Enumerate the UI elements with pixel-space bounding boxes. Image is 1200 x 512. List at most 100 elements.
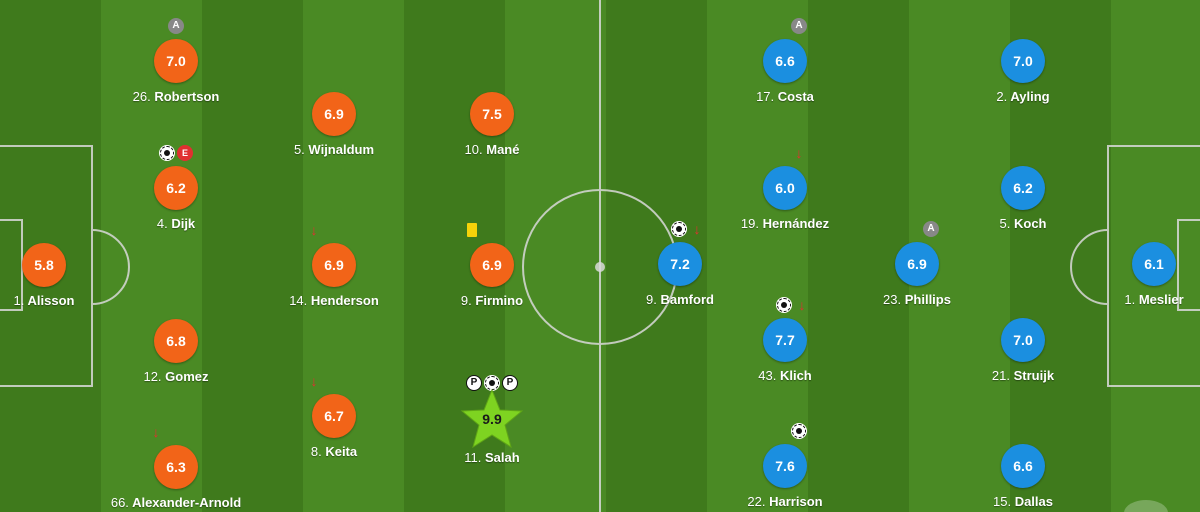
goal-ball-icon xyxy=(671,220,687,237)
event-icons: E xyxy=(96,144,256,164)
player-name: Hernández xyxy=(762,216,830,231)
shirt-number: 10. xyxy=(464,142,483,157)
player-name: Meslier xyxy=(1138,292,1184,307)
sub-off-arrow-icon: ↓ xyxy=(310,221,318,238)
player-away-phillips[interactable]: A 6.9 23. Phillips xyxy=(837,220,997,307)
player-name: Ayling xyxy=(1010,89,1050,104)
event-icons: ↓ xyxy=(234,372,394,392)
event-icons xyxy=(412,221,572,241)
player-home-dijk[interactable]: E 6.2 4. Dijk xyxy=(96,144,256,231)
rating-badge: 6.3 xyxy=(154,445,198,489)
shirt-number: 1. xyxy=(13,293,25,308)
player-away-dallas[interactable]: 6.6 15. Dallas xyxy=(943,444,1103,509)
sub-off-arrow-icon: ↓ xyxy=(310,372,318,389)
player-away-ayling[interactable]: 7.0 2. Ayling xyxy=(943,39,1103,104)
rating-badge: 5.8 xyxy=(22,243,66,287)
player-away-costa[interactable]: A 6.6 17. Costa xyxy=(705,17,865,104)
event-icons: ↓ xyxy=(608,220,768,240)
shirt-number: 9. xyxy=(646,292,657,307)
event-icons: A xyxy=(851,220,1011,240)
rating-badge: 6.9 xyxy=(470,243,514,287)
player-away-hernandez[interactable]: ↓ 6.0 19. Hernández xyxy=(705,145,865,231)
sub-off-arrow-icon: ↓ xyxy=(152,423,160,440)
shirt-number: 9. xyxy=(460,293,472,308)
player-name: Salah xyxy=(485,450,520,465)
player-home-robertson[interactable]: A 7.0 26. Robertson xyxy=(96,17,256,104)
player-name: Costa xyxy=(777,89,814,104)
shirt-number: 14. xyxy=(289,293,308,308)
player-away-klich[interactable]: ↓ 7.7 43. Klich xyxy=(705,296,865,383)
rating-badge: 7.0 xyxy=(1001,318,1045,362)
sub-off-arrow-icon: ↓ xyxy=(798,296,806,313)
player-home-gomez[interactable]: 6.8 12. Gomez xyxy=(96,319,256,384)
goal-ball-icon xyxy=(776,296,792,313)
player-away-bamford[interactable]: ↓ 7.2 9. Bamford xyxy=(600,220,760,307)
player-name: Alisson xyxy=(27,293,75,308)
rating-badge: 6.2 xyxy=(1001,166,1045,210)
player-away-meslier[interactable]: 6.1 1. Meslier xyxy=(1074,242,1200,307)
event-icons: ↓ xyxy=(76,423,236,443)
man-of-the-match-star-icon: 9.9 xyxy=(460,388,524,450)
shirt-number: 19. xyxy=(740,216,759,231)
shirt-number: 11. xyxy=(464,450,482,465)
shirt-number: 1. xyxy=(1124,292,1136,307)
shirt-number: 21. xyxy=(991,368,1010,383)
rating-badge: 6.9 xyxy=(312,243,356,287)
player-name: Gomez xyxy=(165,369,209,384)
rating-badge: 7.5 xyxy=(470,92,514,136)
shirt-number: 8. xyxy=(310,444,322,459)
sub-off-arrow-icon: ↓ xyxy=(693,220,701,237)
player-away-struijk[interactable]: 7.0 21. Struijk xyxy=(943,318,1103,383)
player-home-mane[interactable]: 7.5 10. Mané xyxy=(412,92,572,157)
assist-badge-icon: A xyxy=(923,220,939,237)
player-name: Mané xyxy=(486,142,520,157)
player-away-harrison[interactable]: 7.6 22. Harrison xyxy=(705,422,865,509)
player-name: Keita xyxy=(325,444,358,459)
rating-badge: 6.6 xyxy=(763,39,807,83)
shirt-number: 15. xyxy=(992,494,1012,509)
shirt-number: 5. xyxy=(999,216,1011,231)
player-name: Henderson xyxy=(310,293,379,308)
shirt-number: 12. xyxy=(143,369,162,384)
player-name: Koch xyxy=(1013,216,1047,231)
shirt-number: 2. xyxy=(996,89,1008,104)
yellow-card-icon xyxy=(466,222,477,237)
player-name: Bamford xyxy=(660,292,714,307)
shirt-number: 5. xyxy=(293,142,305,157)
player-name: Dijk xyxy=(171,216,196,231)
player-home-alexander-arnold[interactable]: ↓ 6.3 66. Alexander-Arnold xyxy=(96,424,256,510)
event-icons: A xyxy=(96,17,256,37)
player-name: Harrison xyxy=(769,494,823,509)
player-home-firmino[interactable]: 6.9 9. Firmino xyxy=(412,222,572,308)
rating-badge: 6.2 xyxy=(154,166,198,210)
player-home-henderson[interactable]: ↓ 6.9 14. Henderson xyxy=(254,222,414,308)
goal-ball-icon xyxy=(159,144,175,161)
player-name: Phillips xyxy=(904,292,951,307)
shirt-number: 43. xyxy=(758,368,777,383)
rating-badge: 6.0 xyxy=(763,166,807,210)
event-icons xyxy=(719,422,879,442)
player-name: Robertson xyxy=(154,89,220,104)
player-name: Klich xyxy=(779,368,812,383)
rating-badge: 7.0 xyxy=(154,39,198,83)
penalty-goal-icon: P xyxy=(466,374,482,391)
shirt-number: 23. xyxy=(883,292,902,307)
player-name: Dallas xyxy=(1014,494,1053,509)
event-icons: ↓ xyxy=(719,144,879,164)
player-home-wijnaldum[interactable]: 6.9 5. Wijnaldum xyxy=(254,92,414,157)
player-name: Alexander-Arnold xyxy=(132,495,242,510)
player-home-keita[interactable]: ↓ 6.7 8. Keita xyxy=(254,373,414,459)
rating-badge: 7.2 xyxy=(658,242,702,286)
penalty-goal-icon: P xyxy=(502,374,518,391)
event-icons: ↓ xyxy=(234,221,394,241)
rating-value: 9.9 xyxy=(482,411,502,427)
player-away-koch[interactable]: 6.2 5. Koch xyxy=(943,166,1103,231)
sub-off-arrow-icon: ↓ xyxy=(795,144,803,161)
player-home-alisson[interactable]: 5.8 1. Alisson xyxy=(0,243,124,308)
event-icons: A xyxy=(719,17,879,37)
rating-badge: 7.6 xyxy=(763,444,807,488)
